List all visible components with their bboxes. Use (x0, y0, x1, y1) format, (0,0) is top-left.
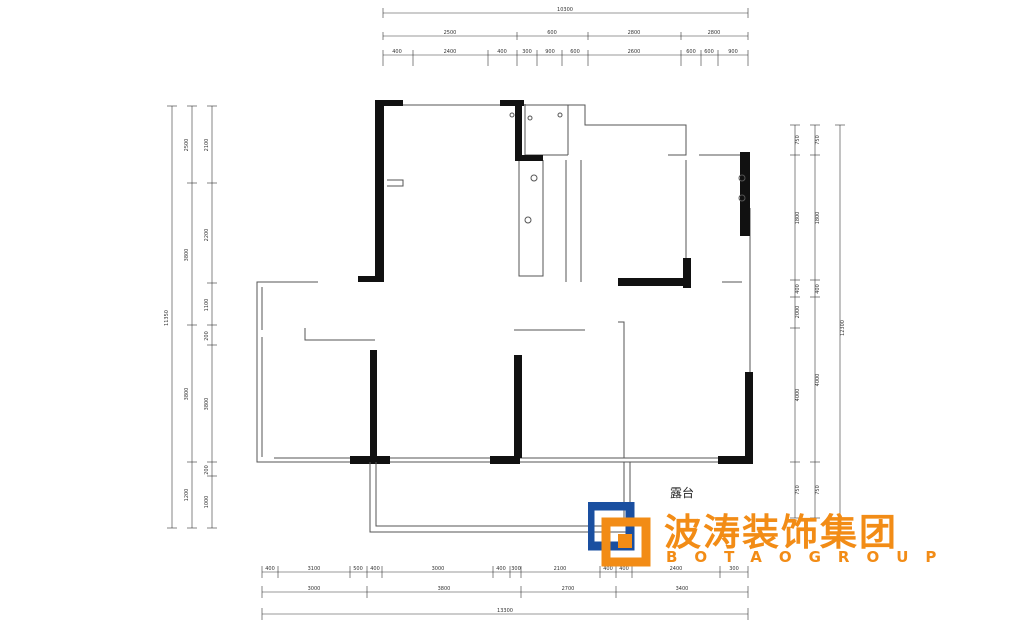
dim-top-r2-6: 2600 (628, 49, 641, 55)
dim-top-r1-2: 2800 (628, 30, 641, 36)
dim-bottom-r2-1: 3800 (438, 586, 451, 592)
fixtures (509, 112, 746, 224)
dim-top-r2-0: 400 (392, 49, 402, 55)
dim-top-r1-1: 600 (547, 30, 557, 36)
dim-left-c2-6: 1000 (204, 496, 210, 509)
dim-right-total: 12300 (840, 320, 846, 336)
dim-bottom-r2-3: 3400 (676, 586, 689, 592)
dim-right-c2-4: 750 (815, 485, 821, 495)
dim-right-c1-5: 750 (795, 485, 801, 495)
dim-top-r2-9: 900 (728, 49, 738, 55)
dim-left-c2-0: 2100 (204, 139, 210, 152)
brand-watermark: 波涛装饰集团 BOTAOGROUP (588, 502, 968, 574)
dim-bottom-total: 13300 (497, 608, 513, 614)
left-dimensions: 11350 2500 3800 3800 1200 2100 2200 1100… (164, 105, 217, 529)
bottom-dimensions: 400 3100 500 400 3000 400 300 2100 400 4… (261, 566, 749, 620)
dim-bottom-r1-10: 2400 (670, 566, 683, 572)
dim-bottom-r1-5: 400 (496, 566, 506, 572)
dim-bottom-r2-2: 2700 (562, 586, 575, 592)
dim-top-r1-3: 2800 (708, 30, 721, 36)
dim-left-c1-0: 2500 (184, 139, 190, 152)
dim-left-total: 11350 (164, 310, 170, 326)
dim-top-r1-0: 2500 (444, 30, 457, 36)
dim-bottom-r1-1: 3100 (308, 566, 321, 572)
dim-right-c1-2: 400 (795, 284, 801, 294)
dim-bottom-r1-4: 3000 (432, 566, 445, 572)
dim-right-c1-3: 2000 (795, 306, 801, 319)
walls (256, 100, 753, 533)
dim-left-c1-2: 3800 (184, 388, 190, 401)
dim-top-r2-4: 900 (545, 49, 555, 55)
dim-right-c2-2: 400 (815, 284, 821, 294)
brand-name-en: BOTAOGROUP (666, 548, 954, 566)
dim-right-c2-3: 4000 (815, 374, 821, 387)
dim-right-c2-1: 1800 (815, 212, 821, 225)
dim-left-c2-3: 200 (204, 331, 210, 341)
dim-left-c2-2: 1100 (204, 299, 210, 312)
dim-top-r2-5: 600 (570, 49, 580, 55)
right-dimensions: 750 1800 400 2000 4000 750 750 1800 400 … (790, 124, 846, 533)
dim-left-c1-1: 3800 (184, 249, 190, 262)
dim-left-c2-5: 200 (204, 465, 210, 475)
dim-bottom-r1-9: 400 (619, 566, 629, 572)
dim-top-r2-7: 600 (686, 49, 696, 55)
dim-bottom-r1-2: 500 (353, 566, 363, 572)
dim-bottom-r1-3: 400 (370, 566, 380, 572)
dim-bottom-r1-11: 300 (729, 566, 739, 572)
dim-right-c1-4: 4000 (795, 389, 801, 402)
dim-top-r2-3: 300 (522, 49, 532, 55)
terrace-label: 露台 (670, 485, 694, 500)
top-dimensions: 10300 2500 600 2800 2800 400 2400 400 30… (382, 7, 749, 66)
dim-left-c1-3: 1200 (184, 489, 190, 502)
dim-bottom-r1-8: 400 (603, 566, 613, 572)
dim-top-r2-2: 400 (497, 49, 507, 55)
dim-bottom-r1-7: 2100 (554, 566, 567, 572)
dim-bottom-r1-6: 300 (511, 566, 521, 572)
dim-bottom-r2-0: 3000 (308, 586, 321, 592)
brand-name-cn: 波涛装饰集团 (664, 511, 898, 554)
dim-bottom-r1-0: 400 (265, 566, 275, 572)
dim-right-c1-0: 750 (795, 135, 801, 145)
dim-left-c2-4: 3800 (204, 398, 210, 411)
dim-top-r2-8: 600 (704, 49, 714, 55)
dim-top-r2-1: 2400 (444, 49, 457, 55)
dim-left-c2-1: 2200 (204, 229, 210, 242)
dim-right-c1-1: 1800 (795, 212, 801, 225)
dim-right-c2-0: 750 (815, 135, 821, 145)
dim-top-total: 10300 (557, 7, 573, 13)
brand-logo-icon (588, 502, 651, 567)
